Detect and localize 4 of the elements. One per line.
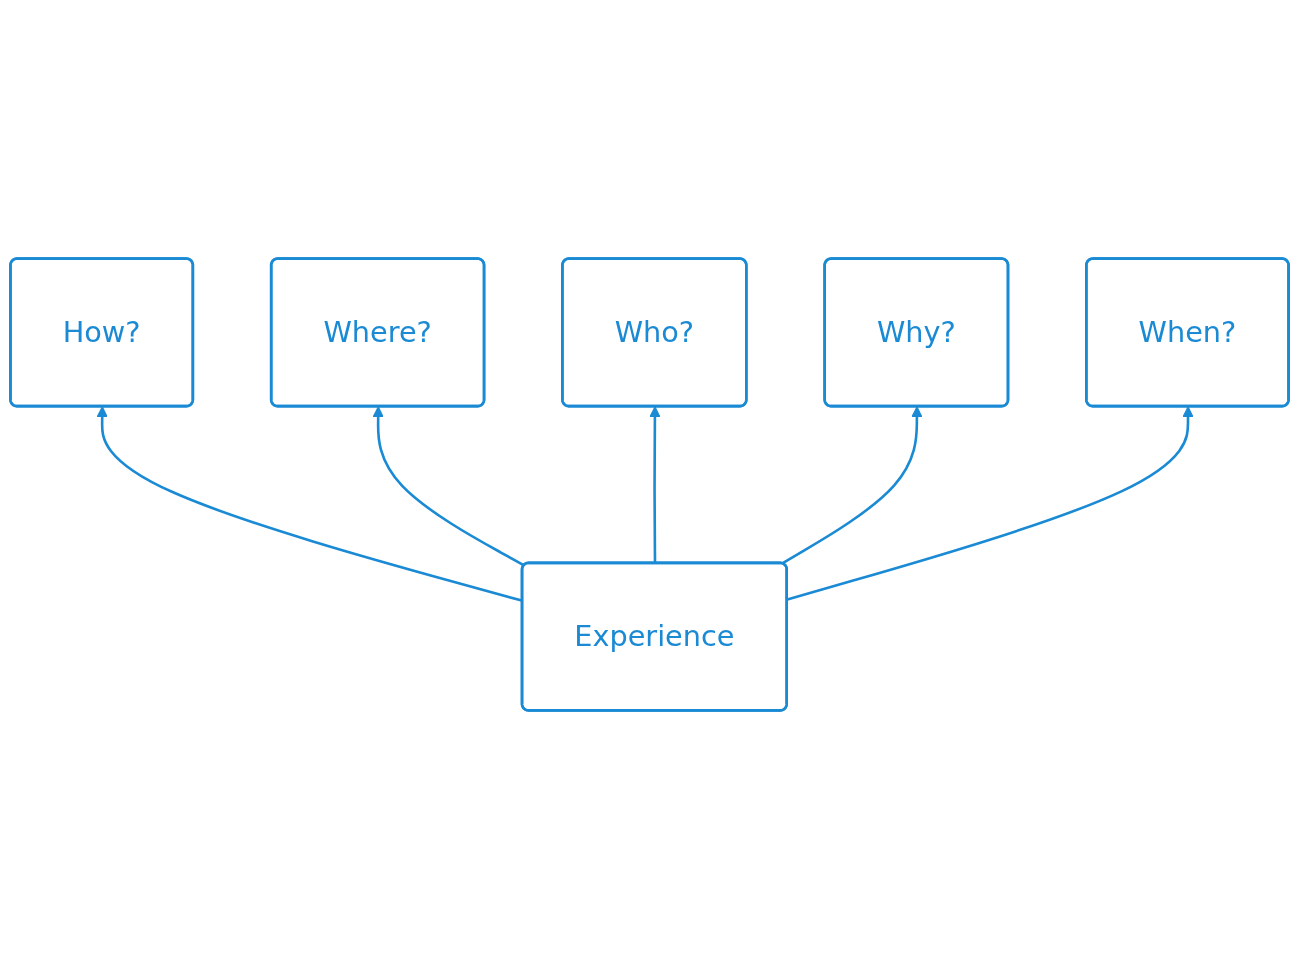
arrow <box>372 406 526 567</box>
arrow <box>787 406 1194 601</box>
arrow <box>96 406 524 603</box>
arrow <box>781 406 923 565</box>
